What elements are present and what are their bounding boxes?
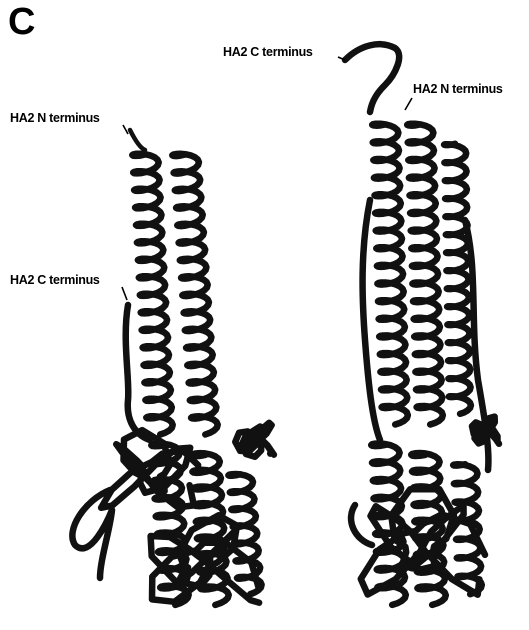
left-n-leader [123,125,128,134]
right-c-terminal-strand [345,44,399,112]
right-structure [345,44,499,605]
left-helix-b [172,154,217,435]
right-helix-c [444,144,471,414]
left-side-loop [235,423,274,457]
right-helix-a [372,124,408,425]
left-c-leader [122,287,127,300]
right-lower-helix-c [453,464,482,594]
left-structure [72,130,274,605]
left-n-terminal-tail [130,130,145,150]
right-n-leader [405,98,412,110]
left-helix-a [132,154,172,435]
right-helix-b [407,124,443,425]
right-lower-loop [351,505,372,545]
